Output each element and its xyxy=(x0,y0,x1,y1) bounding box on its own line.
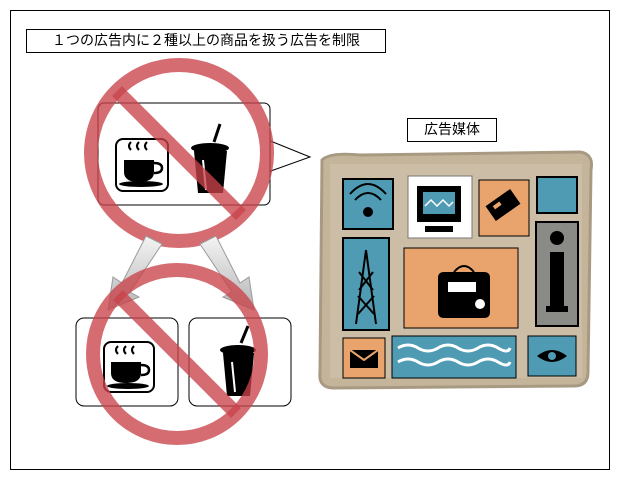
media-label: 広告媒体 xyxy=(407,118,497,142)
info-i-icon xyxy=(535,221,579,327)
broadcast-antenna-icon xyxy=(342,178,394,230)
hot-coffee-cup-icon xyxy=(103,341,155,393)
mobile-phone-icon xyxy=(478,179,530,237)
envelope-icon xyxy=(342,337,386,379)
hot-coffee-cup-icon xyxy=(115,138,169,192)
eye-icon xyxy=(527,335,577,377)
prohibition-sign-top xyxy=(84,58,274,248)
water-wave-icon xyxy=(391,335,517,379)
prohibition-sign-bottom xyxy=(86,263,268,445)
title-label: １つの広告内に２種以上の商品を扱う広告を制限 xyxy=(26,29,386,53)
media-tile-blue xyxy=(536,176,578,214)
media-illustration xyxy=(318,150,593,390)
iced-drink-cup-icon xyxy=(220,325,256,396)
television-icon xyxy=(407,175,473,239)
broadcast-antenna-icon xyxy=(342,237,390,331)
radio-icon xyxy=(403,247,519,329)
callout-line xyxy=(267,139,312,173)
diagram-frame xyxy=(10,10,610,470)
